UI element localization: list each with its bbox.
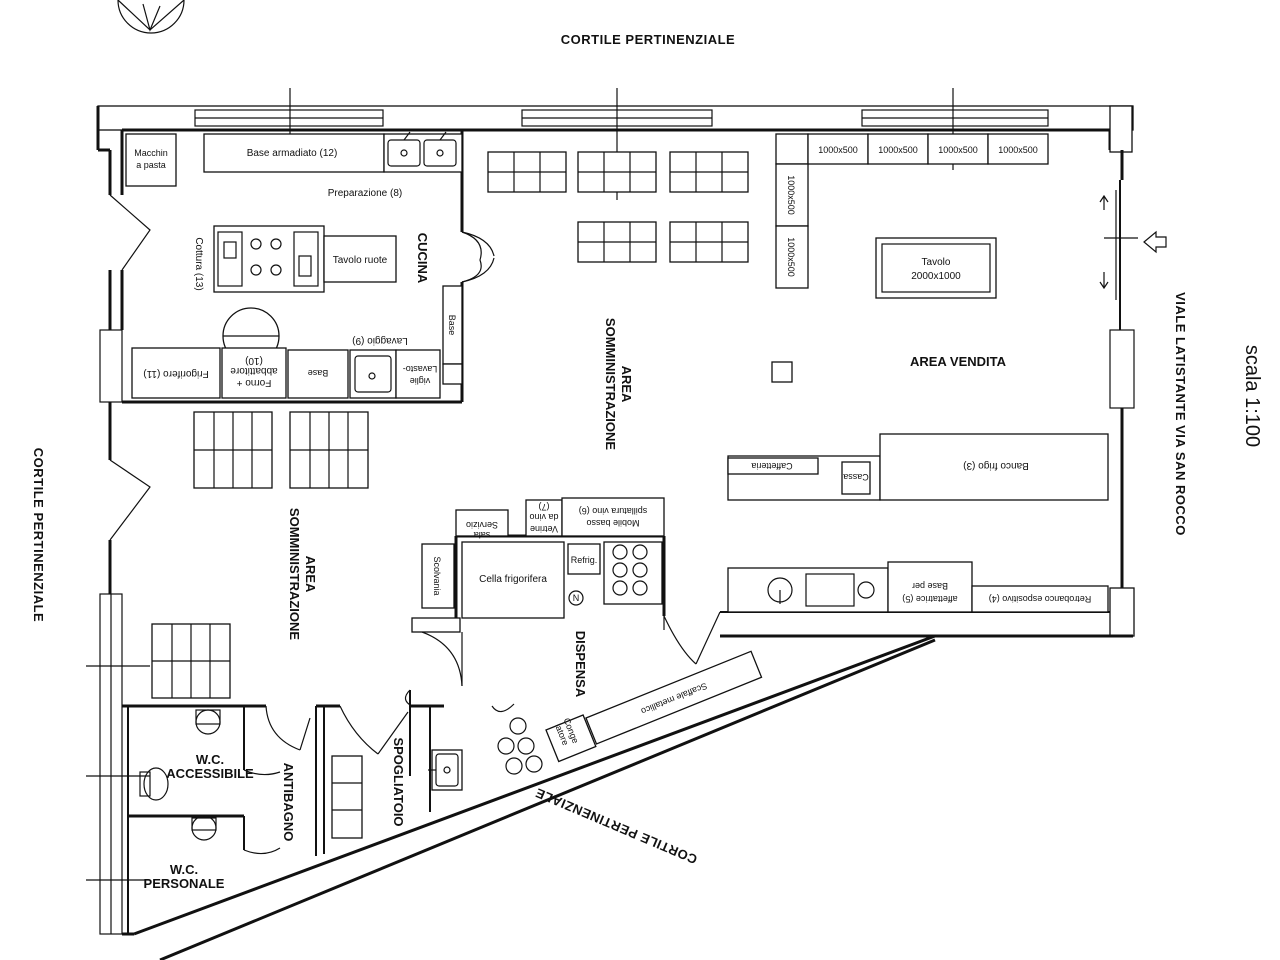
svg-text:Base armadiato (12): Base armadiato (12) [247,148,338,159]
svg-text:Cottura (13): Cottura (13) [193,237,204,290]
svg-text:1000x500: 1000x500 [786,175,796,215]
svg-text:Base per: Base per [912,581,948,591]
svg-text:2000x1000: 2000x1000 [911,271,961,282]
svg-text:sala: sala [474,530,491,540]
dining-tables-top [487,151,749,263]
svg-text:Preparazione (8): Preparazione (8) [328,188,402,199]
outer-walls [96,88,1167,960]
dining-tables-left [151,411,369,699]
svg-text:ACCESSIBILE: ACCESSIBILE [166,766,254,781]
svg-text:Cassa: Cassa [843,472,869,482]
svg-text:Tavolo: Tavolo [922,257,951,268]
svg-text:abbattitore: abbattitore [230,365,278,376]
svg-text:Base: Base [308,368,329,378]
svg-text:Banco frigo (3): Banco frigo (3) [963,460,1029,471]
svg-text:Macchin: Macchin [134,148,168,158]
label-area-somm-2b: SOMMINISTRAZIONE [287,508,302,640]
svg-text:CUCINA: CUCINA [415,233,430,284]
svg-text:Cella frigorifera: Cella frigorifera [479,574,547,585]
svg-text:PERSONALE: PERSONALE [144,876,225,891]
svg-text:N: N [573,593,580,603]
label-scale: scala 1:100 [1241,345,1263,447]
svg-text:W.C.: W.C. [170,862,198,877]
label-cortile-left: CORTILE PERTINENZIALE [31,448,46,622]
svg-text:Lavaggio (9): Lavaggio (9) [352,335,408,346]
svg-text:Frigorifero (11): Frigorifero (11) [143,368,208,379]
compass-icon [117,0,185,34]
svg-text:Retrobanco espositivo (4): Retrobanco espositivo (4) [989,594,1092,604]
svg-text:Forno +: Forno + [236,377,271,388]
svg-text:1000x500: 1000x500 [878,145,918,155]
svg-text:(7): (7) [538,502,549,512]
svg-text:spillatura vino (6): spillatura vino (6) [579,506,648,516]
svg-text:da vino: da vino [529,512,558,522]
svg-text:Scolvania: Scolvania [432,556,442,595]
svg-text:1000x500: 1000x500 [786,237,796,277]
svg-text:SPOGLIATOIO: SPOGLIATOIO [391,737,406,826]
svg-text:Vetrine: Vetrine [530,524,558,534]
svg-text:Base: Base [447,315,457,336]
label-area-somm-1b: SOMMINISTRAZIONE [603,318,618,450]
label-street: VIALE LATISTANTE VIA SAN ROCCO [1173,292,1188,536]
label-area-somm-2: AREA [303,556,318,593]
label-area-somm-1: AREA [619,366,634,403]
svg-text:Refrig.: Refrig. [571,555,598,565]
services-area: W.C. ACCESSIBILE W.C. PERSONALE ANTIBAGN… [86,665,515,934]
svg-text:AREA VENDITA: AREA VENDITA [910,354,1007,369]
sales-area: 1000x500 1000x500 1000x500 1000x500 1000… [727,133,1109,613]
svg-text:W.C.: W.C. [196,752,224,767]
svg-text:Tavolo ruote: Tavolo ruote [333,255,388,266]
svg-text:1000x500: 1000x500 [818,145,858,155]
kitchen-equipment: Macchin a pasta Base armadiato (12) Prep… [125,131,463,399]
svg-text:ANTIBAGNO: ANTIBAGNO [281,763,296,842]
svg-text:1000x500: 1000x500 [998,145,1038,155]
storage-area: Servizio sala (7) da vino Vetrine spilla… [411,497,763,775]
svg-text:Servizio: Servizio [466,520,498,530]
svg-text:affettatrice (5): affettatrice (5) [902,594,957,604]
svg-text:Caffetteria: Caffetteria [751,461,792,471]
svg-text:(10): (10) [245,355,263,366]
svg-text:a pasta: a pasta [136,160,166,170]
svg-text:Lavasto-: Lavasto- [403,364,438,374]
label-cortile-top: CORTILE PERTINENZIALE [561,32,735,47]
label-cortile-bottom: CORTILE PERTINENZIALE [533,785,699,867]
svg-text:DISPENSA: DISPENSA [573,631,588,698]
svg-text:viglie: viglie [410,376,431,386]
svg-text:Mobile basso: Mobile basso [586,518,639,528]
svg-text:1000x500: 1000x500 [938,145,978,155]
